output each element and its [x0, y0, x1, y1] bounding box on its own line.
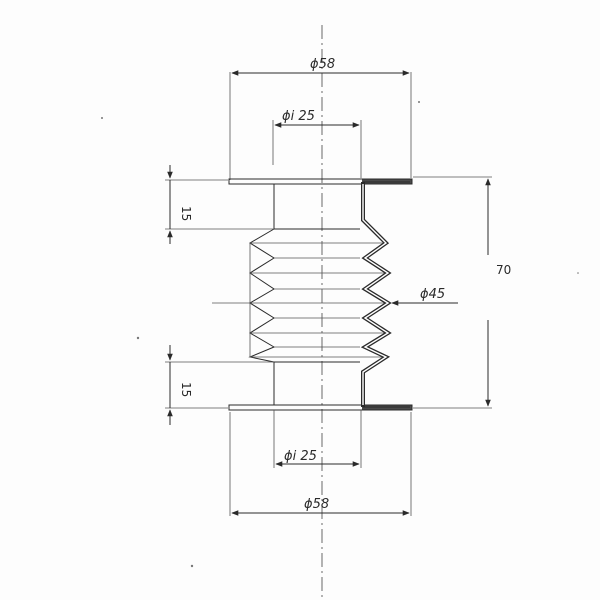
lower-neck [273, 361, 360, 405]
upper-neck [273, 184, 360, 230]
dim-inner-top: ϕi 25 [272, 109, 362, 178]
bellows-section-wall [360, 181, 410, 408]
dim-outer-top-label: ϕ58 [310, 57, 335, 72]
dim-outer-top: ϕ58 [229, 57, 412, 180]
dim-flange-top: 15 [165, 165, 274, 244]
dim-bellows-label: ϕ45 [420, 287, 445, 302]
dim-bellows: ϕ45 [391, 287, 458, 306]
dim-inner-top-label: ϕi 25 [282, 109, 315, 124]
dim-inner-bottom: ϕi 25 [273, 410, 362, 468]
dim-flange-top-label: 15 [179, 206, 193, 221]
dim-inner-bottom-label: ϕi 25 [284, 449, 317, 464]
dim-flange-bottom: 15 [165, 345, 274, 425]
dim-height-label: 70 [496, 263, 511, 277]
dim-height: 70 [413, 176, 511, 409]
dim-outer-bottom-label: ϕ58 [304, 497, 329, 512]
dim-outer-bottom: ϕ58 [229, 412, 412, 516]
scan-specks [101, 101, 579, 568]
dim-flange-bottom-label: 15 [179, 382, 193, 397]
bellows-outline-left [248, 228, 385, 363]
